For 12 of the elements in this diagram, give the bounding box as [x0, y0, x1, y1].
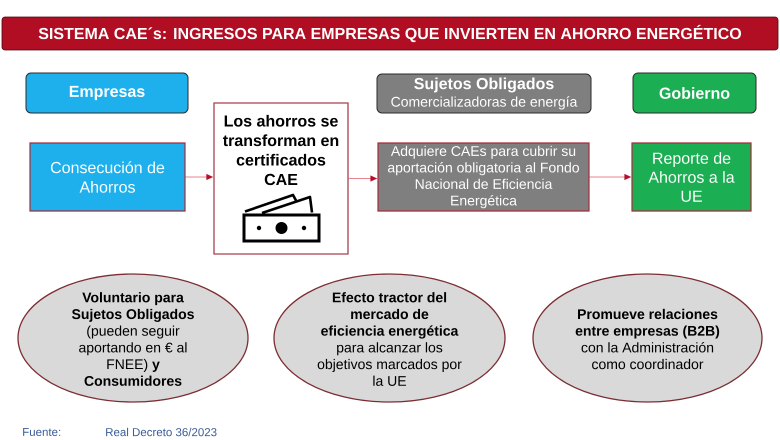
header-box: Sujetos Obligados Comercializadoras de energía: [376, 74, 592, 114]
title-bar: SISTEMA CAE´s: INGRESOS PARA EMPRESAS QUE INVIERTEN EN AHORRO ENERGÉTICO: [2, 16, 778, 50]
ellipse-note: Promueve relaciones entre empresas (B2B) con la Administración como coordinador: [532, 273, 763, 403]
process-box: Adquiere CAEs para cubrir su aportación obligatoria al Fondo Nacional de Eficiencia Energética: [377, 142, 590, 212]
process-box: Consecución de Ahorros: [29, 142, 186, 212]
source-text: Real Decreto 36/2023: [106, 428, 217, 436]
process-box: Reporte de Ahorros a la UE: [631, 142, 752, 212]
header-box: Empresas: [26, 72, 188, 114]
ellipse-note: Efecto tractor del mercado de eficiencia energética para alcanzar los objetivos marcados por la UE: [273, 273, 506, 403]
header-box: Gobierno: [632, 72, 756, 114]
ellipse-note: Voluntario para Sujetos Obligados (pueden seguir aportando en € al FNEE) y Consumidores: [17, 273, 249, 403]
source-label: Fuente:: [23, 428, 60, 436]
